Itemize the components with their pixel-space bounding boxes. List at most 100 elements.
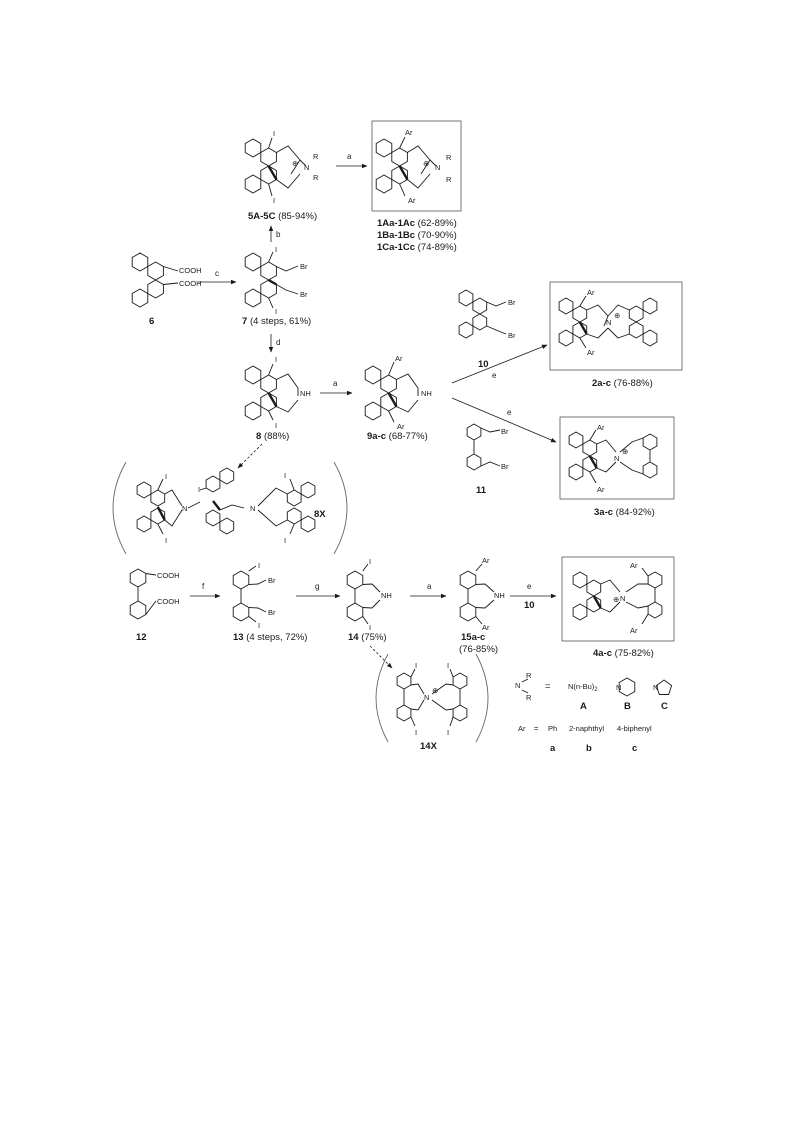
atom-iodine: I — [273, 129, 275, 138]
ar-option-c-name: 4-biphenyl — [617, 724, 652, 733]
compound-8-structure — [244, 363, 299, 421]
compound-14-label: 14 (75%) — [348, 632, 387, 643]
atom-bromine: Br — [268, 608, 276, 617]
atom-nitrogen: N — [620, 594, 625, 603]
atom-iodine: I — [369, 623, 371, 632]
condition-label: e — [527, 582, 532, 591]
atom-aryl: Ar — [597, 485, 605, 494]
ammonium-charge: ⊕ — [292, 159, 298, 168]
compound-4-label: 4a-c (75-82%) — [593, 648, 654, 659]
carboxylic-acid: COOH — [179, 279, 202, 288]
reaction-arrow — [451, 397, 557, 443]
ammonium-charge: ⊕ — [614, 311, 620, 320]
atom-aryl: Ar — [405, 128, 413, 137]
atom-iodine: I — [415, 661, 417, 670]
compound-1-label-line1: 1Aa-1Ac (62-89%) — [377, 218, 457, 229]
ammonium-charge: ⊕ — [432, 686, 438, 695]
atom-r: R — [446, 153, 452, 162]
ammonium-charge: ⊕ — [423, 159, 429, 168]
amine-option-b-key: B — [624, 701, 631, 712]
compound-8x-label: 8X — [314, 509, 326, 520]
amine-nh: NH — [381, 591, 392, 600]
atom-nitrogen: N — [515, 681, 520, 690]
atom-iodine: I — [369, 557, 371, 566]
compound-11-label: 11 — [476, 485, 487, 496]
compound-3-label: 3a-c (84-92%) — [594, 507, 655, 518]
reaction-arrow — [451, 344, 548, 384]
compound-12-label: 12 — [136, 632, 147, 643]
atom-aryl: Ar — [408, 196, 416, 205]
compound-10-structure — [458, 289, 507, 339]
atom-bromine: Br — [300, 290, 308, 299]
atom-nitrogen: N — [250, 504, 255, 513]
amine-nh: NH — [494, 591, 505, 600]
atom-iodine: I — [275, 307, 277, 316]
pyrrolidine-ring — [655, 679, 673, 695]
compound-3-structure — [568, 429, 658, 484]
compound-9-label: 9a-c (68-77%) — [367, 431, 428, 442]
compound-8-label: 8 (88%) — [256, 431, 289, 442]
ammonium-charge: ⊕ — [613, 595, 619, 604]
atom-r: R — [313, 173, 319, 182]
compound-14x-structure — [396, 668, 468, 727]
atom-iodine: I — [447, 728, 449, 737]
atom-aryl: Ar — [482, 623, 490, 632]
side-product-arrow — [369, 645, 393, 669]
condition-label: a — [427, 582, 432, 591]
atom-iodine: I — [415, 728, 417, 737]
carboxylic-acid: COOH — [157, 597, 180, 606]
ar-option-a-name: Ph — [548, 724, 557, 733]
amine-nh: NH — [300, 389, 311, 398]
amine-nh: NH — [421, 389, 432, 398]
compound-1-structure — [375, 136, 437, 197]
ar-option-c-key: c — [632, 743, 637, 754]
compound-6-label: 6 — [149, 316, 154, 327]
compound-8x-structure — [136, 467, 316, 535]
atom-iodine: I — [284, 471, 286, 480]
atom-nitrogen: N — [614, 454, 619, 463]
atom-aryl: Ar — [397, 422, 405, 431]
carboxylic-acid: COOH — [179, 266, 202, 275]
compound-5-label: 5A-5C (85-94%) — [248, 211, 317, 222]
condition-label: f — [202, 582, 205, 591]
compound-4-structure — [572, 567, 663, 625]
ammonium-charge: ⊕ — [622, 447, 628, 456]
reagent-10-label: 10 — [524, 600, 535, 611]
ar-option-a-key: a — [550, 743, 556, 754]
atom-iodine: I — [275, 245, 277, 254]
product-box-4 — [561, 556, 675, 642]
atom-nitrogen: N — [606, 318, 611, 327]
compound-15-yield: (76-85%) — [459, 644, 498, 655]
amine-option-a-formula: N(n-Bu)2 — [568, 682, 598, 693]
atom-aryl: Ar — [587, 348, 595, 357]
amine-option-c-key: C — [661, 701, 668, 712]
atom-iodine: I — [198, 485, 200, 494]
carboxylic-acid: COOH — [157, 571, 180, 580]
condition-label: g — [315, 582, 319, 591]
product-box-1 — [371, 120, 462, 212]
atom-bromine: Br — [508, 331, 516, 340]
legend-equals: = — [534, 724, 539, 733]
atom-r: R — [446, 175, 452, 184]
compound-2-structure — [558, 295, 658, 349]
compound-15-label: 15a-c — [461, 632, 485, 643]
compound-14x-label: 14X — [420, 741, 438, 752]
atom-iodine: I — [275, 355, 277, 364]
atom-iodine: I — [447, 661, 449, 670]
atom-nitrogen: N — [616, 683, 621, 692]
compound-2-label: 2a-c (76-88%) — [592, 378, 653, 389]
atom-nitrogen: N — [424, 693, 429, 702]
bracket-right — [333, 461, 348, 555]
condition-label: e — [507, 408, 512, 417]
ar-option-b-key: b — [586, 743, 592, 754]
compound-14-structure — [346, 563, 381, 625]
compound-1-label-line2: 1Ba-1Bc (70-90%) — [377, 230, 457, 241]
compound-15-structure — [459, 563, 495, 625]
atom-bromine: Br — [501, 462, 509, 471]
condition-label: b — [276, 230, 281, 239]
side-product-arrow — [237, 443, 263, 469]
atom-iodine: I — [165, 536, 167, 545]
atom-nitrogen: N — [182, 504, 187, 513]
atom-iodine: I — [258, 561, 260, 570]
